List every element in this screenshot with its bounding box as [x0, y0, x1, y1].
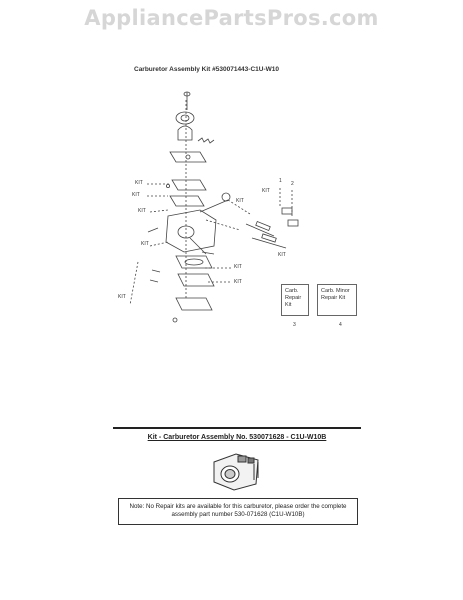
- kit-label: KIT: [278, 252, 286, 258]
- part-primer-cap: [175, 111, 195, 125]
- kit-label: KIT: [135, 180, 143, 186]
- part-choke-lever: [221, 192, 231, 202]
- callout-number: 2: [291, 181, 294, 187]
- section-divider: [113, 427, 361, 429]
- part-primer-bulb: [177, 125, 193, 141]
- part-diaphragm: [175, 255, 213, 269]
- part-bottom-gasket: [175, 297, 213, 311]
- repair-note: Note: No Repair kits are available for t…: [118, 498, 358, 525]
- carburetor-assembly-image: [213, 453, 259, 491]
- part-carburetor-body: [165, 209, 217, 253]
- callout-number: 4: [339, 322, 342, 328]
- part-limiter-cap-1: [281, 207, 293, 215]
- part-limiter-cap-2: [287, 219, 299, 227]
- kit-label: KIT: [234, 264, 242, 270]
- watermark: AppliancePartsPros.com: [84, 6, 379, 30]
- diagram-title: Carburetor Assembly Kit #530071443-C1U-W…: [134, 66, 279, 73]
- kit-label: KIT: [118, 294, 126, 300]
- part-spring: [197, 137, 215, 144]
- callout-number: 3: [293, 322, 296, 328]
- kit-label: KIT: [234, 279, 242, 285]
- callout-number: 1: [279, 178, 282, 184]
- part-diaphragm-cover: [177, 273, 215, 287]
- kit-label: KIT: [141, 241, 149, 247]
- part-gasket-1: [171, 179, 207, 191]
- kit-heading: Kit - Carburetor Assembly No. 530071628 …: [147, 434, 327, 441]
- part-cover-plate: [169, 151, 207, 163]
- carb-repair-kit-box: Carb. Repair Kit: [281, 284, 309, 316]
- part-bottom-screw: [172, 317, 178, 323]
- part-screw-head: [183, 91, 191, 97]
- part-needle-valve-1: [245, 223, 275, 237]
- kit-label: KIT: [138, 208, 146, 214]
- kit-label: KIT: [262, 188, 270, 194]
- carb-minor-repair-kit-box: Carb. Minor Repair Kit: [317, 284, 357, 316]
- kit-label: KIT: [236, 198, 244, 204]
- part-needle-valve-2: [251, 237, 287, 249]
- part-gasket-2: [169, 195, 205, 207]
- kit-label: KIT: [132, 192, 140, 198]
